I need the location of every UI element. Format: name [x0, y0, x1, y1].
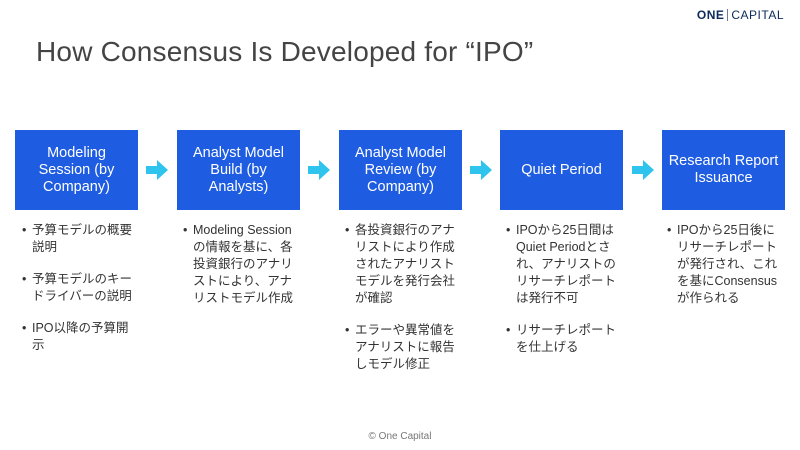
- step-label: Analyst Model Review (by Company): [354, 144, 447, 195]
- logo-divider: [727, 9, 729, 21]
- list-item: IPOから25日後にリサーチレポートが発行され、これを基にConsensusが作…: [667, 222, 779, 307]
- list-item: Modeling Sessionの情報を基に、各投資銀行のアナリストにより、アナ…: [183, 222, 298, 307]
- arrow-right-icon: [308, 160, 330, 180]
- list-item: IPOから25日間はQuiet Periodとされ、アナリストのリサーチレポート…: [506, 222, 621, 307]
- arrow-right-icon: [146, 160, 168, 180]
- list-item: リサーチレポートを仕上げる: [506, 322, 621, 356]
- step-box-analyst-model-build: Analyst Model Build (by Analysts): [177, 130, 300, 210]
- bullet-list-analyst-model-build: Modeling Sessionの情報を基に、各投資銀行のアナリストにより、アナ…: [183, 222, 298, 322]
- list-item: エラーや異常値をアナリストに報告しモデル修正: [345, 322, 460, 373]
- step-box-research-report-issuance: Research Report Issuance: [662, 130, 785, 210]
- list-item: 予算モデルの概要説明: [22, 222, 132, 256]
- footer-copyright: © One Capital: [368, 431, 432, 442]
- step-label: Modeling Session (by Company): [38, 144, 115, 195]
- arrow-right-icon: [470, 160, 492, 180]
- bullet-list-analyst-model-review: 各投資銀行のアナリストにより作成されたアナリストモデルを発行会社が確認 エラーや…: [345, 222, 460, 388]
- company-logo: ONE CAPITAL: [697, 8, 784, 22]
- step-label: Research Report Issuance: [668, 153, 779, 186]
- logo-text-capital: CAPITAL: [731, 8, 784, 22]
- step-box-analyst-model-review: Analyst Model Review (by Company): [339, 130, 462, 210]
- step-label: Analyst Model Build (by Analysts): [192, 144, 285, 195]
- step-label: Quiet Period: [521, 161, 602, 178]
- logo-text-one: ONE: [696, 8, 725, 22]
- bullet-list-quiet-period: IPOから25日間はQuiet Periodとされ、アナリストのリサーチレポート…: [506, 222, 621, 371]
- bullet-list-research-report-issuance: IPOから25日後にリサーチレポートが発行され、これを基にConsensusが作…: [667, 222, 779, 322]
- arrow-right-icon: [632, 160, 654, 180]
- list-item: 予算モデルのキードライバーの説明: [22, 271, 132, 305]
- list-item: 各投資銀行のアナリストにより作成されたアナリストモデルを発行会社が確認: [345, 222, 460, 307]
- step-box-modeling-session: Modeling Session (by Company): [15, 130, 138, 210]
- step-box-quiet-period: Quiet Period: [500, 130, 623, 210]
- page-title: How Consensus Is Developed for “IPO”: [36, 36, 534, 67]
- list-item: IPO以降の予算開示: [22, 320, 132, 354]
- bullet-list-modeling-session: 予算モデルの概要説明 予算モデルのキードライバーの説明 IPO以降の予算開示: [22, 222, 132, 369]
